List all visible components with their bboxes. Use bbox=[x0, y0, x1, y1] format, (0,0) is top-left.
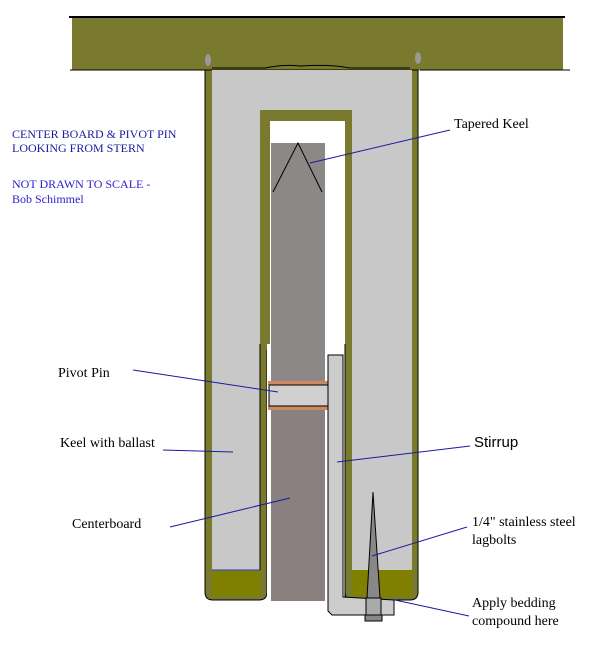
label-stirrup: Stirrup bbox=[474, 434, 519, 451]
deck-bolt-right bbox=[415, 52, 421, 64]
label-pivot-pin: Pivot Pin bbox=[58, 366, 110, 381]
deck bbox=[72, 18, 563, 80]
pivot-pin bbox=[268, 384, 330, 407]
deck-bolt-left bbox=[205, 54, 211, 66]
scale-note: NOT DRAWN TO SCALE - bbox=[12, 177, 151, 191]
centerboard bbox=[271, 410, 325, 601]
leader-lines bbox=[132, 129, 471, 617]
lagbolt-shank bbox=[365, 597, 382, 616]
title-line2: LOOKING FROM STERN bbox=[12, 141, 145, 155]
taper-mark bbox=[272, 141, 323, 193]
label-centerboard: Centerboard bbox=[72, 517, 142, 532]
label-lagbolts-line2: lagbolts bbox=[472, 533, 517, 548]
deck-joint bbox=[212, 64, 410, 69]
tapered-keel bbox=[271, 143, 325, 383]
stirrup bbox=[327, 354, 395, 616]
copper-washer-bottom bbox=[268, 406, 328, 410]
label-lagbolts-line1: 1/4" stainless steel bbox=[472, 515, 576, 530]
title-line1: CENTER BOARD & PIVOT PIN bbox=[12, 127, 177, 141]
author: Bob Schimmel bbox=[12, 192, 84, 206]
lagbolt-head bbox=[364, 614, 383, 622]
label-bedding-line2: compound here bbox=[472, 614, 559, 629]
ballast-left bbox=[212, 570, 260, 596]
copper-washer-top bbox=[268, 381, 328, 385]
keel-top-fill bbox=[212, 70, 410, 80]
label-keel-ballast: Keel with ballast bbox=[60, 436, 155, 451]
label-bedding-line1: Apply bedding bbox=[472, 596, 556, 611]
label-tapered-keel: Tapered Keel bbox=[454, 117, 529, 132]
ballast-right bbox=[352, 570, 412, 596]
